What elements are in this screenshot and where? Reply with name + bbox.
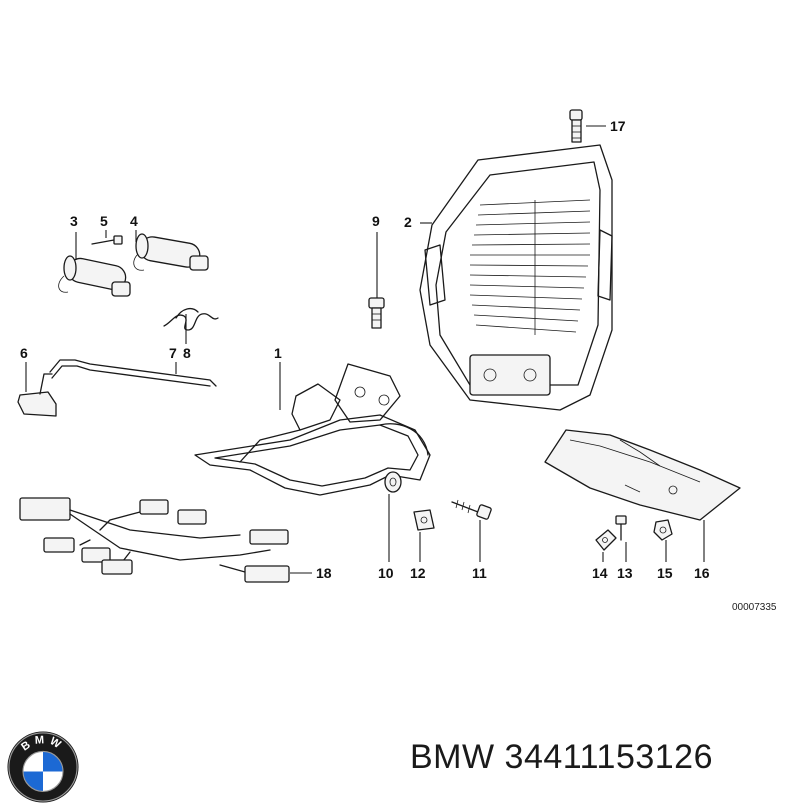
part-11-bolt <box>451 499 492 520</box>
callout-1: 1 <box>274 345 282 361</box>
callout-3: 3 <box>70 213 78 229</box>
part-1-seat-frame <box>194 363 431 496</box>
part-15-clip <box>653 519 673 541</box>
callout-5: 5 <box>100 213 108 229</box>
part-16-cover-panel <box>544 429 741 521</box>
callout-4: 4 <box>130 213 138 229</box>
callout-11: 11 <box>472 565 487 581</box>
callout-2: 2 <box>404 214 412 230</box>
leader-lines <box>25 125 705 574</box>
callout-14: 14 <box>592 565 608 581</box>
callout-18: 18 <box>316 565 332 581</box>
callout-12: 12 <box>410 565 426 581</box>
callout-6: 6 <box>20 345 28 361</box>
callout-10: 10 <box>378 565 394 581</box>
part-17-bolt <box>569 109 583 143</box>
part-9-bolt <box>368 297 385 329</box>
part-5-screw <box>91 235 123 245</box>
part-2-backrest-frame <box>419 144 613 411</box>
part-10-bushing <box>384 471 402 493</box>
callout-15: 15 <box>657 565 673 581</box>
callout-labels: 1 2 3 4 5 6 7 8 9 10 11 12 13 14 15 16 1… <box>20 118 710 581</box>
part-4-motor <box>133 233 209 271</box>
brand-part-number: BMW 34411153126 <box>410 738 713 776</box>
part-14-bracket <box>595 529 617 551</box>
part-13-screw <box>615 515 627 541</box>
callout-9: 9 <box>372 213 380 229</box>
part-12-clip <box>413 509 435 531</box>
callout-7: 7 <box>169 345 177 361</box>
part-6-rod <box>17 359 217 417</box>
part-3-motor <box>58 255 131 297</box>
part-7-8-spring <box>163 307 219 331</box>
callout-17: 17 <box>610 118 626 134</box>
callout-13: 13 <box>617 565 633 581</box>
callout-8: 8 <box>183 345 191 361</box>
backrest-slats <box>469 199 591 335</box>
bmw-logo: BMW <box>7 731 79 803</box>
diagram-reference-number: 00007335 <box>732 602 777 613</box>
part-18-wiring-harness <box>19 497 290 583</box>
callout-16: 16 <box>694 565 710 581</box>
